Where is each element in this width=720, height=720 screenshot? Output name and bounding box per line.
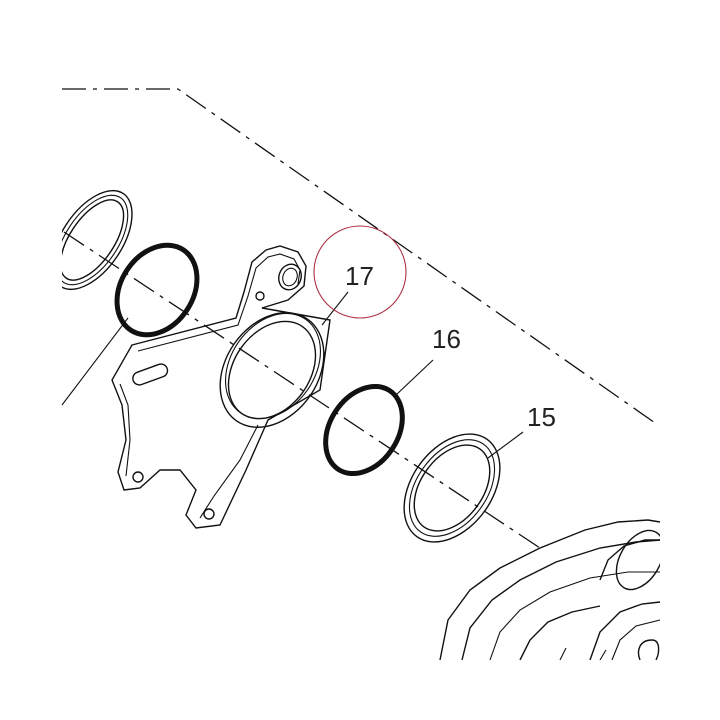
callout-17: 17 [345,261,374,291]
highlight-circle [313,225,407,319]
leader-16 [395,359,434,396]
leader-17 [321,291,349,326]
bracket-plate [111,245,331,529]
seal-ring-15 [403,433,501,543]
leader-left [61,317,129,406]
left-o-ring [114,242,200,338]
centerline-main [63,231,541,549]
o-ring-16 [323,383,405,477]
seal-ring-17 [219,312,325,428]
callout-15: 15 [527,402,556,432]
callout-16: 16 [432,324,461,354]
leader-15 [487,431,524,459]
housing [439,519,665,661]
centerline-upper [62,88,659,426]
